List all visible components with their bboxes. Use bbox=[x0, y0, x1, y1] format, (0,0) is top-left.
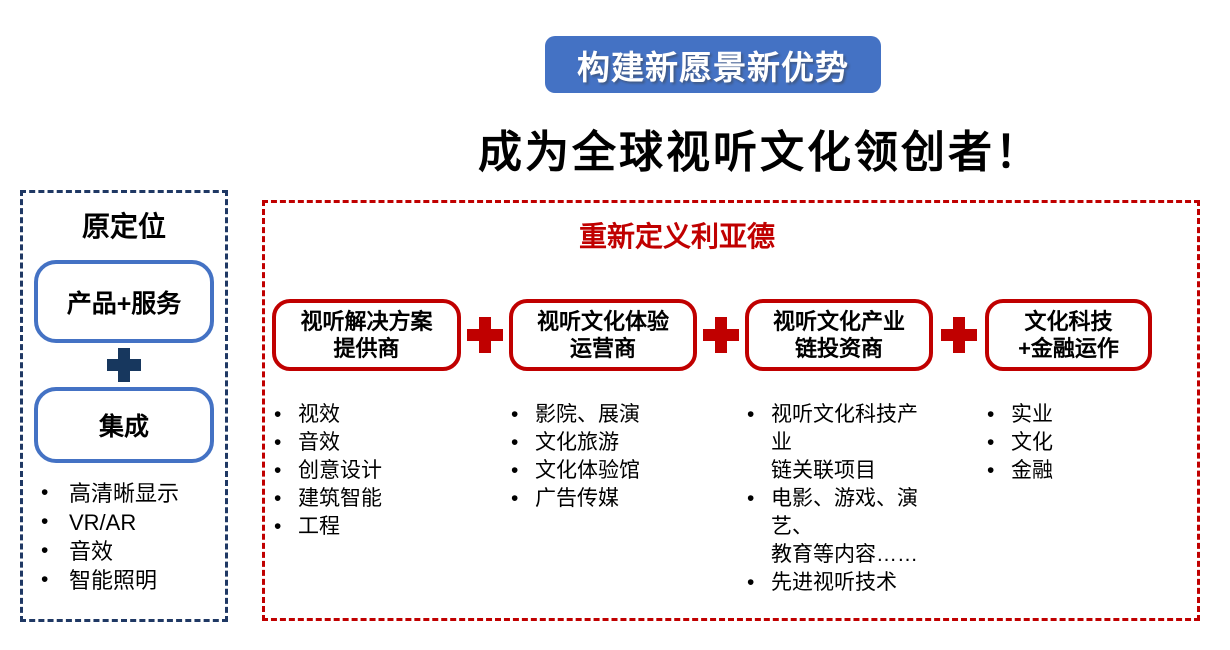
original-positioning-panel: 原定位 产品+服务 集成 高清晰显示 VR/AR 音效 智能照明 bbox=[20, 190, 228, 622]
plus-icon bbox=[467, 317, 503, 353]
culture-tech-finance-bullet-list: 实业 文化 金融 bbox=[985, 401, 1152, 597]
list-item: 音效 bbox=[39, 537, 225, 566]
redefine-box-culture-experience-label: 视听文化体验 运营商 bbox=[536, 308, 669, 362]
list-item: 文化 bbox=[985, 429, 1152, 457]
list-item: 实业 bbox=[985, 401, 1152, 429]
left-panel-title: 原定位 bbox=[81, 211, 166, 242]
list-item: 创意设计 bbox=[272, 457, 461, 485]
redefine-grid: 视听解决方案 提供商 视听文化体验 运营商 视听文化产业 链投资商 文化科技 +… bbox=[265, 299, 1197, 597]
list-item: 先进视听技术 bbox=[745, 569, 933, 597]
redefine-box-culture-tech-finance: 文化科技 +金融运作 bbox=[985, 299, 1152, 371]
list-item: 视听文化科技产业 链关联项目 bbox=[745, 401, 933, 485]
list-item: 高清晰显示 bbox=[39, 479, 225, 508]
list-item: 建筑智能 bbox=[272, 485, 461, 513]
left-box-integration: 集成 bbox=[34, 387, 214, 464]
list-item: VR/AR bbox=[39, 508, 225, 537]
list-item: 电影、游戏、演艺、 教育等内容…… bbox=[745, 485, 933, 569]
list-item: 广告传媒 bbox=[509, 485, 697, 513]
left-box-integration-label: 集成 bbox=[98, 413, 149, 442]
list-item: 文化体验馆 bbox=[509, 457, 697, 485]
left-box-products-services: 产品+服务 bbox=[34, 260, 214, 344]
av-solutions-bullet-list: 视效 音效 创意设计 建筑智能 工程 bbox=[272, 401, 461, 597]
plus-icon bbox=[107, 348, 141, 382]
redefine-box-industry-chain-investor: 视听文化产业 链投资商 bbox=[745, 299, 933, 371]
redefine-box-industry-chain-investor-label: 视听文化产业 链投资商 bbox=[772, 308, 905, 362]
plus-icon bbox=[941, 317, 977, 353]
list-item: 工程 bbox=[272, 513, 461, 541]
redefine-box-av-solutions: 视听解决方案 提供商 bbox=[272, 299, 461, 371]
list-item: 视效 bbox=[272, 401, 461, 429]
industry-chain-investor-bullet-list: 视听文化科技产业 链关联项目 电影、游戏、演艺、 教育等内容…… 先进视听技术 bbox=[745, 401, 933, 597]
list-item: 文化旅游 bbox=[509, 429, 697, 457]
header-badge: 构建新愿景新优势 bbox=[545, 36, 881, 93]
list-item: 影院、展演 bbox=[509, 401, 697, 429]
list-item: 金融 bbox=[985, 457, 1152, 485]
left-box-products-services-label: 产品+服务 bbox=[66, 289, 182, 318]
list-item: 智能照明 bbox=[39, 566, 225, 595]
plus-icon bbox=[703, 317, 739, 353]
culture-experience-bullet-list: 影院、展演 文化旅游 文化体验馆 广告传媒 bbox=[509, 401, 697, 597]
right-panel-title: 重新定义利亚德 bbox=[578, 221, 775, 252]
redefine-panel: 重新定义利亚德 视听解决方案 提供商 视听文化体验 运营商 视听文化产业 链投资… bbox=[262, 200, 1200, 621]
left-panel-bullet-list: 高清晰显示 VR/AR 音效 智能照明 bbox=[23, 479, 225, 595]
list-item: 音效 bbox=[272, 429, 461, 457]
redefine-box-culture-tech-finance-label: 文化科技 +金融运作 bbox=[1018, 308, 1119, 362]
redefine-box-culture-experience: 视听文化体验 运营商 bbox=[509, 299, 697, 371]
redefine-box-av-solutions-label: 视听解决方案 提供商 bbox=[300, 308, 433, 362]
main-title: 成为全球视听文化领创者！ bbox=[478, 128, 1042, 177]
header-badge-label: 构建新愿景新优势 bbox=[577, 48, 849, 86]
